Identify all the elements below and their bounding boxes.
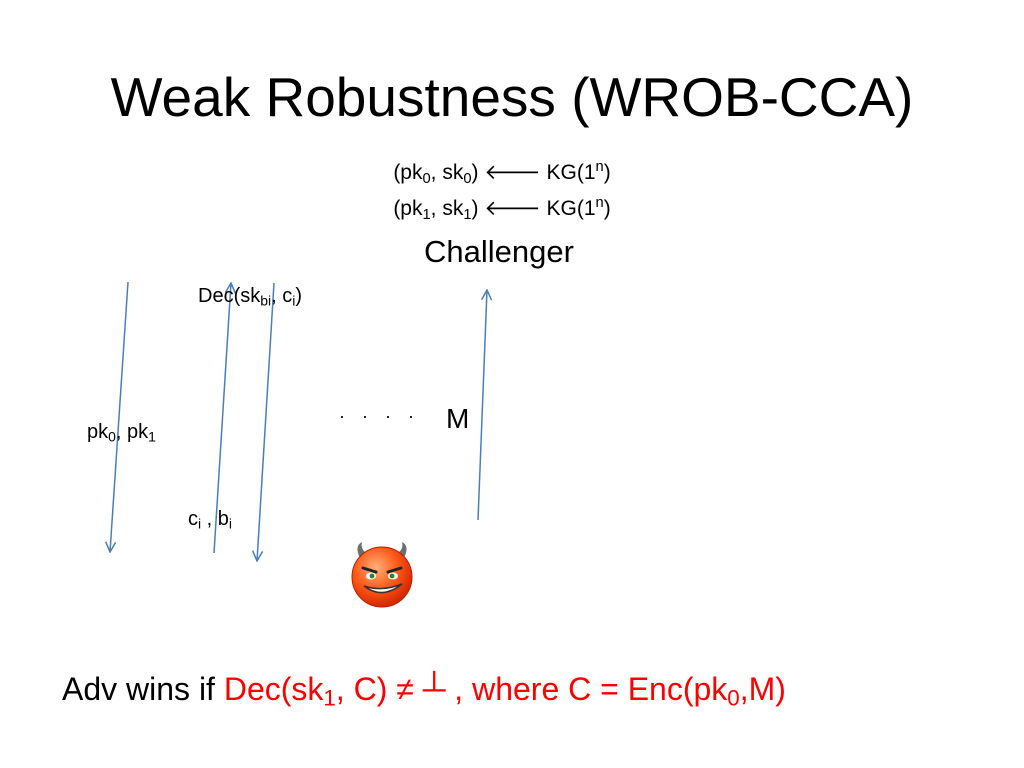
pk-arrow bbox=[110, 281, 129, 552]
ellipsis-dots: · · · · bbox=[339, 406, 420, 426]
query-arrow bbox=[257, 282, 275, 561]
query-label: ci , bi bbox=[188, 508, 233, 532]
m-arrow bbox=[477, 290, 487, 521]
keygen-line-0: (pk0, sk0) 🡐 KG(1n) bbox=[393, 159, 611, 187]
pk-label: pk0, pk1 bbox=[87, 421, 156, 445]
m-label: M bbox=[446, 403, 470, 434]
dec-response-arrow bbox=[213, 283, 231, 554]
devil-icon bbox=[351, 542, 413, 608]
dec-label: Dec(skbi, ci) bbox=[198, 285, 303, 309]
left-arrow-icon: 🡐 bbox=[478, 161, 547, 185]
challenger-label: Challenger bbox=[424, 234, 574, 269]
slide-title: Weak Robustness (WROB-CCA) bbox=[110, 66, 914, 128]
keygen-line-1: (pk1, sk1) 🡐 KG(1n) bbox=[393, 195, 611, 223]
left-arrow-icon: 🡐 bbox=[478, 197, 547, 221]
win-condition: Adv wins if Dec(sk1, C) ≠ ┴ , where C = … bbox=[62, 671, 786, 711]
